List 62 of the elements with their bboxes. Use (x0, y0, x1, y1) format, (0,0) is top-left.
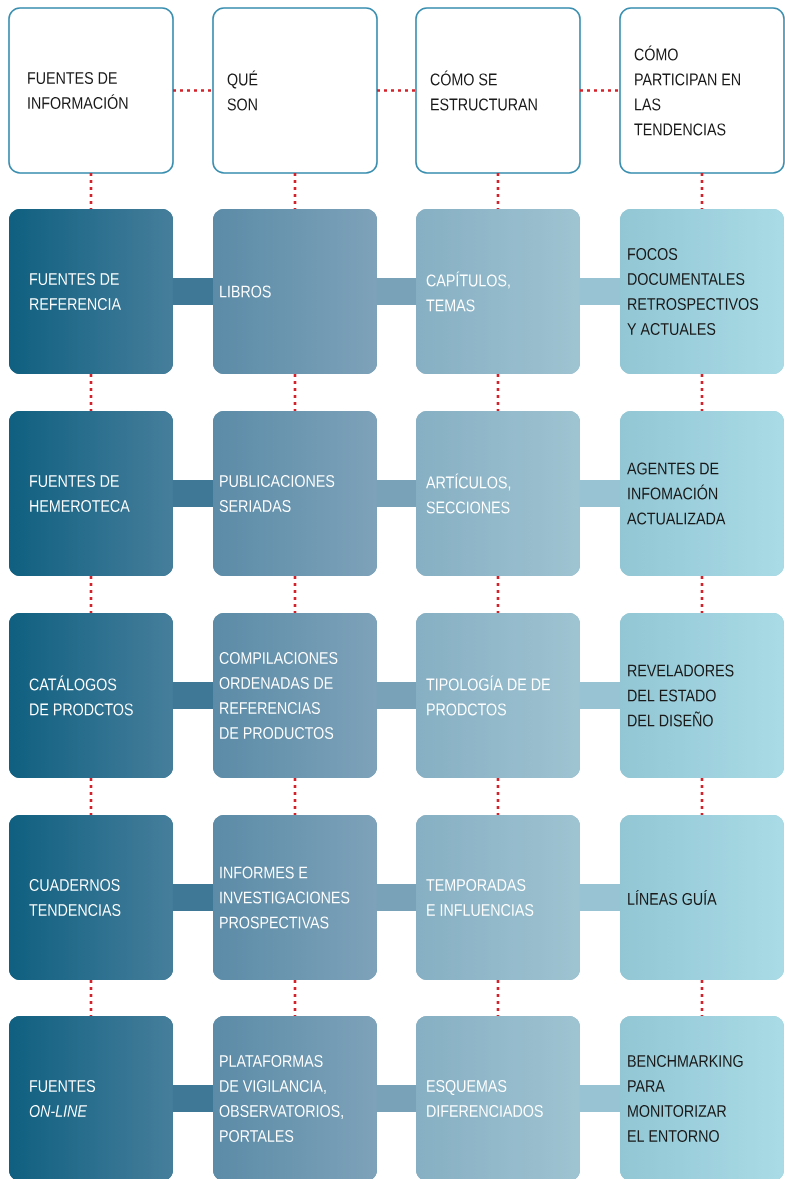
category-box: CUADERNOS TENDENCIAS (9, 815, 173, 980)
category-box: BENCHMARKING PARA MONITORIZAR EL ENTORNO (620, 1016, 784, 1179)
dotted-connector (293, 374, 297, 411)
dotted-connector (496, 576, 500, 613)
dotted-connector (89, 576, 93, 613)
connector-bar (173, 682, 213, 709)
dotted-connector (89, 374, 93, 411)
connector-bar (173, 1085, 213, 1112)
connector-bar (173, 480, 213, 507)
category-box: FOCOS DOCUMENTALES RETROSPECTIVOS Y ACTUALES (620, 209, 784, 374)
dotted-connector (700, 173, 704, 209)
category-box: CATÁLOGOS DE PRODCTOS (9, 613, 173, 778)
category-box: LÍNEAS GUÍA (620, 815, 784, 980)
category-box: ARTÍCULOS, SECCIONES (416, 411, 580, 576)
dotted-connector (496, 980, 500, 1016)
category-box: TEMPORADAS E INFLUENCIAS (416, 815, 580, 980)
dotted-connector (700, 576, 704, 613)
dotted-connector (496, 778, 500, 815)
connector-bar (580, 682, 620, 709)
category-box: INFORMES E INVESTIGACIONES PROSPECTIVAS (213, 815, 377, 980)
category-box: LIBROS (213, 209, 377, 374)
dotted-connector (700, 980, 704, 1016)
connector-bar (173, 884, 213, 911)
connector-bar (377, 884, 416, 911)
category-box: FUENTES ON-LINE (9, 1016, 173, 1179)
category-box: ESQUEMAS DIFERENCIADOS (416, 1016, 580, 1179)
header-box: CÓMO PARTICIPAN EN LAS TENDENCIAS (619, 7, 785, 174)
connector-bar (580, 884, 620, 911)
dotted-connector (293, 778, 297, 815)
header-box: FUENTES DE INFORMACIÓN (8, 7, 174, 174)
header-box: QUÉ SON (212, 7, 378, 174)
category-box: FUENTES DE REFERENCIA (9, 209, 173, 374)
dotted-connector (89, 778, 93, 815)
dotted-connector (89, 980, 93, 1016)
header-box: CÓMO SE ESTRUCTURAN (415, 7, 581, 174)
connector-bar (580, 1085, 620, 1112)
category-box: FUENTES DE HEMEROTECA (9, 411, 173, 576)
dotted-connector (293, 980, 297, 1016)
dotted-connector (173, 89, 213, 92)
dotted-connector (496, 374, 500, 411)
dotted-connector (293, 173, 297, 209)
dotted-connector (89, 173, 93, 209)
category-box: CAPÍTULOS, TEMAS (416, 209, 580, 374)
dotted-connector (700, 374, 704, 411)
connector-bar (580, 480, 620, 507)
connector-bar (377, 480, 416, 507)
category-box: TIPOLOGÍA DE DE PRODCTOS (416, 613, 580, 778)
dotted-connector (496, 173, 500, 209)
category-box: COMPILACIONES ORDENADAS DE REFERENCIAS DE PRODUCTOS (213, 613, 377, 778)
connector-bar (173, 278, 213, 305)
connector-bar (377, 1085, 416, 1112)
dotted-connector (580, 89, 620, 92)
connector-bar (580, 278, 620, 305)
dotted-connector (700, 778, 704, 815)
category-box: PUBLICACIONES SERIADAS (213, 411, 377, 576)
category-box: PLATAFORMAS DE VIGILANCIA, OBSERVATORIOS, PORTALES (213, 1016, 377, 1179)
dotted-connector (293, 576, 297, 613)
connector-bar (377, 278, 416, 305)
category-box: AGENTES DE INFOMACIÓN ACTUALIZADA (620, 411, 784, 576)
dotted-connector (377, 89, 416, 92)
connector-bar (377, 682, 416, 709)
category-box: REVELADORES DEL ESTADO DEL DISEÑO (620, 613, 784, 778)
